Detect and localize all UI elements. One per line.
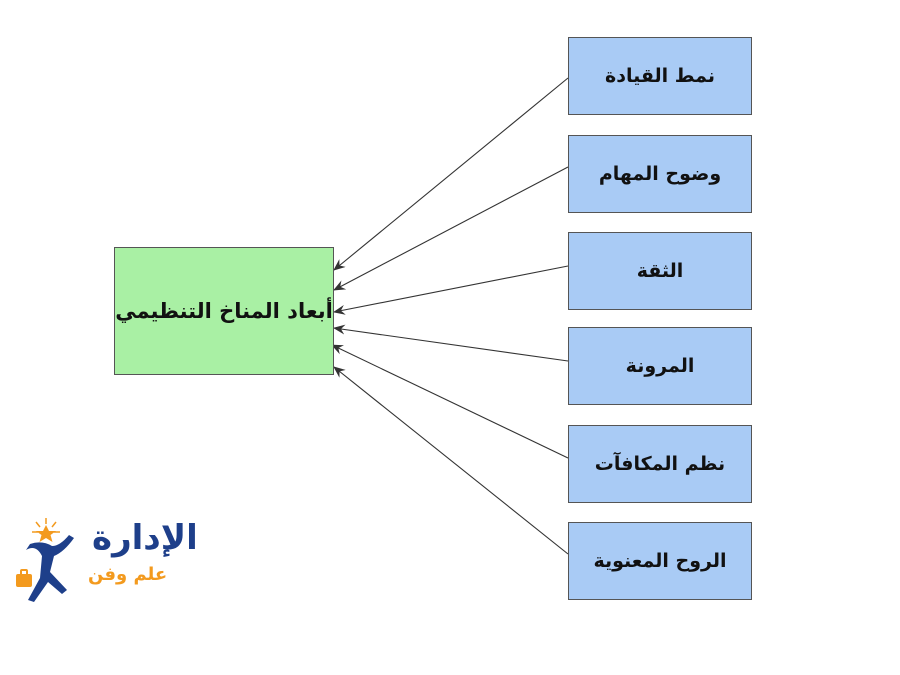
logo-title: الإدارة	[92, 518, 198, 558]
factor-label-flexibility: المرونة	[625, 355, 695, 377]
factor-label-morale: الروح المعنوية	[593, 550, 727, 572]
arrow-task-clarity	[333, 166, 569, 291]
arrow-reward-systems	[331, 344, 569, 459]
center-box-climate-dimensions: أبعاد المناخ التنظيمي	[114, 247, 334, 375]
factor-box-task-clarity: وضوح المهام	[568, 135, 752, 213]
center-label: أبعاد المناخ التنظيمي	[115, 299, 333, 323]
factor-box-leadership-style: نمط القيادة	[568, 37, 752, 115]
factor-label-reward-systems: نظم المكافآت	[594, 453, 726, 475]
factor-box-morale: الروح المعنوية	[568, 522, 752, 600]
arrow-flexibility	[333, 324, 569, 362]
arrow-trust	[333, 265, 569, 315]
factor-label-trust: الثقة	[636, 260, 684, 282]
factor-label-leadership-style: نمط القيادة	[605, 65, 716, 87]
logo-subtitle: علم وفن	[88, 564, 168, 585]
factor-box-trust: الثقة	[568, 232, 752, 310]
logo: الإدارة علم وفن	[12, 516, 202, 608]
factor-box-reward-systems: نظم المكافآت	[568, 425, 752, 503]
logo-figure-icon	[16, 518, 74, 602]
factor-label-task-clarity: وضوح المهام	[598, 163, 722, 185]
arrow-leadership-style	[333, 77, 569, 271]
factor-box-flexibility: المرونة	[568, 327, 752, 405]
arrow-morale	[333, 366, 569, 555]
